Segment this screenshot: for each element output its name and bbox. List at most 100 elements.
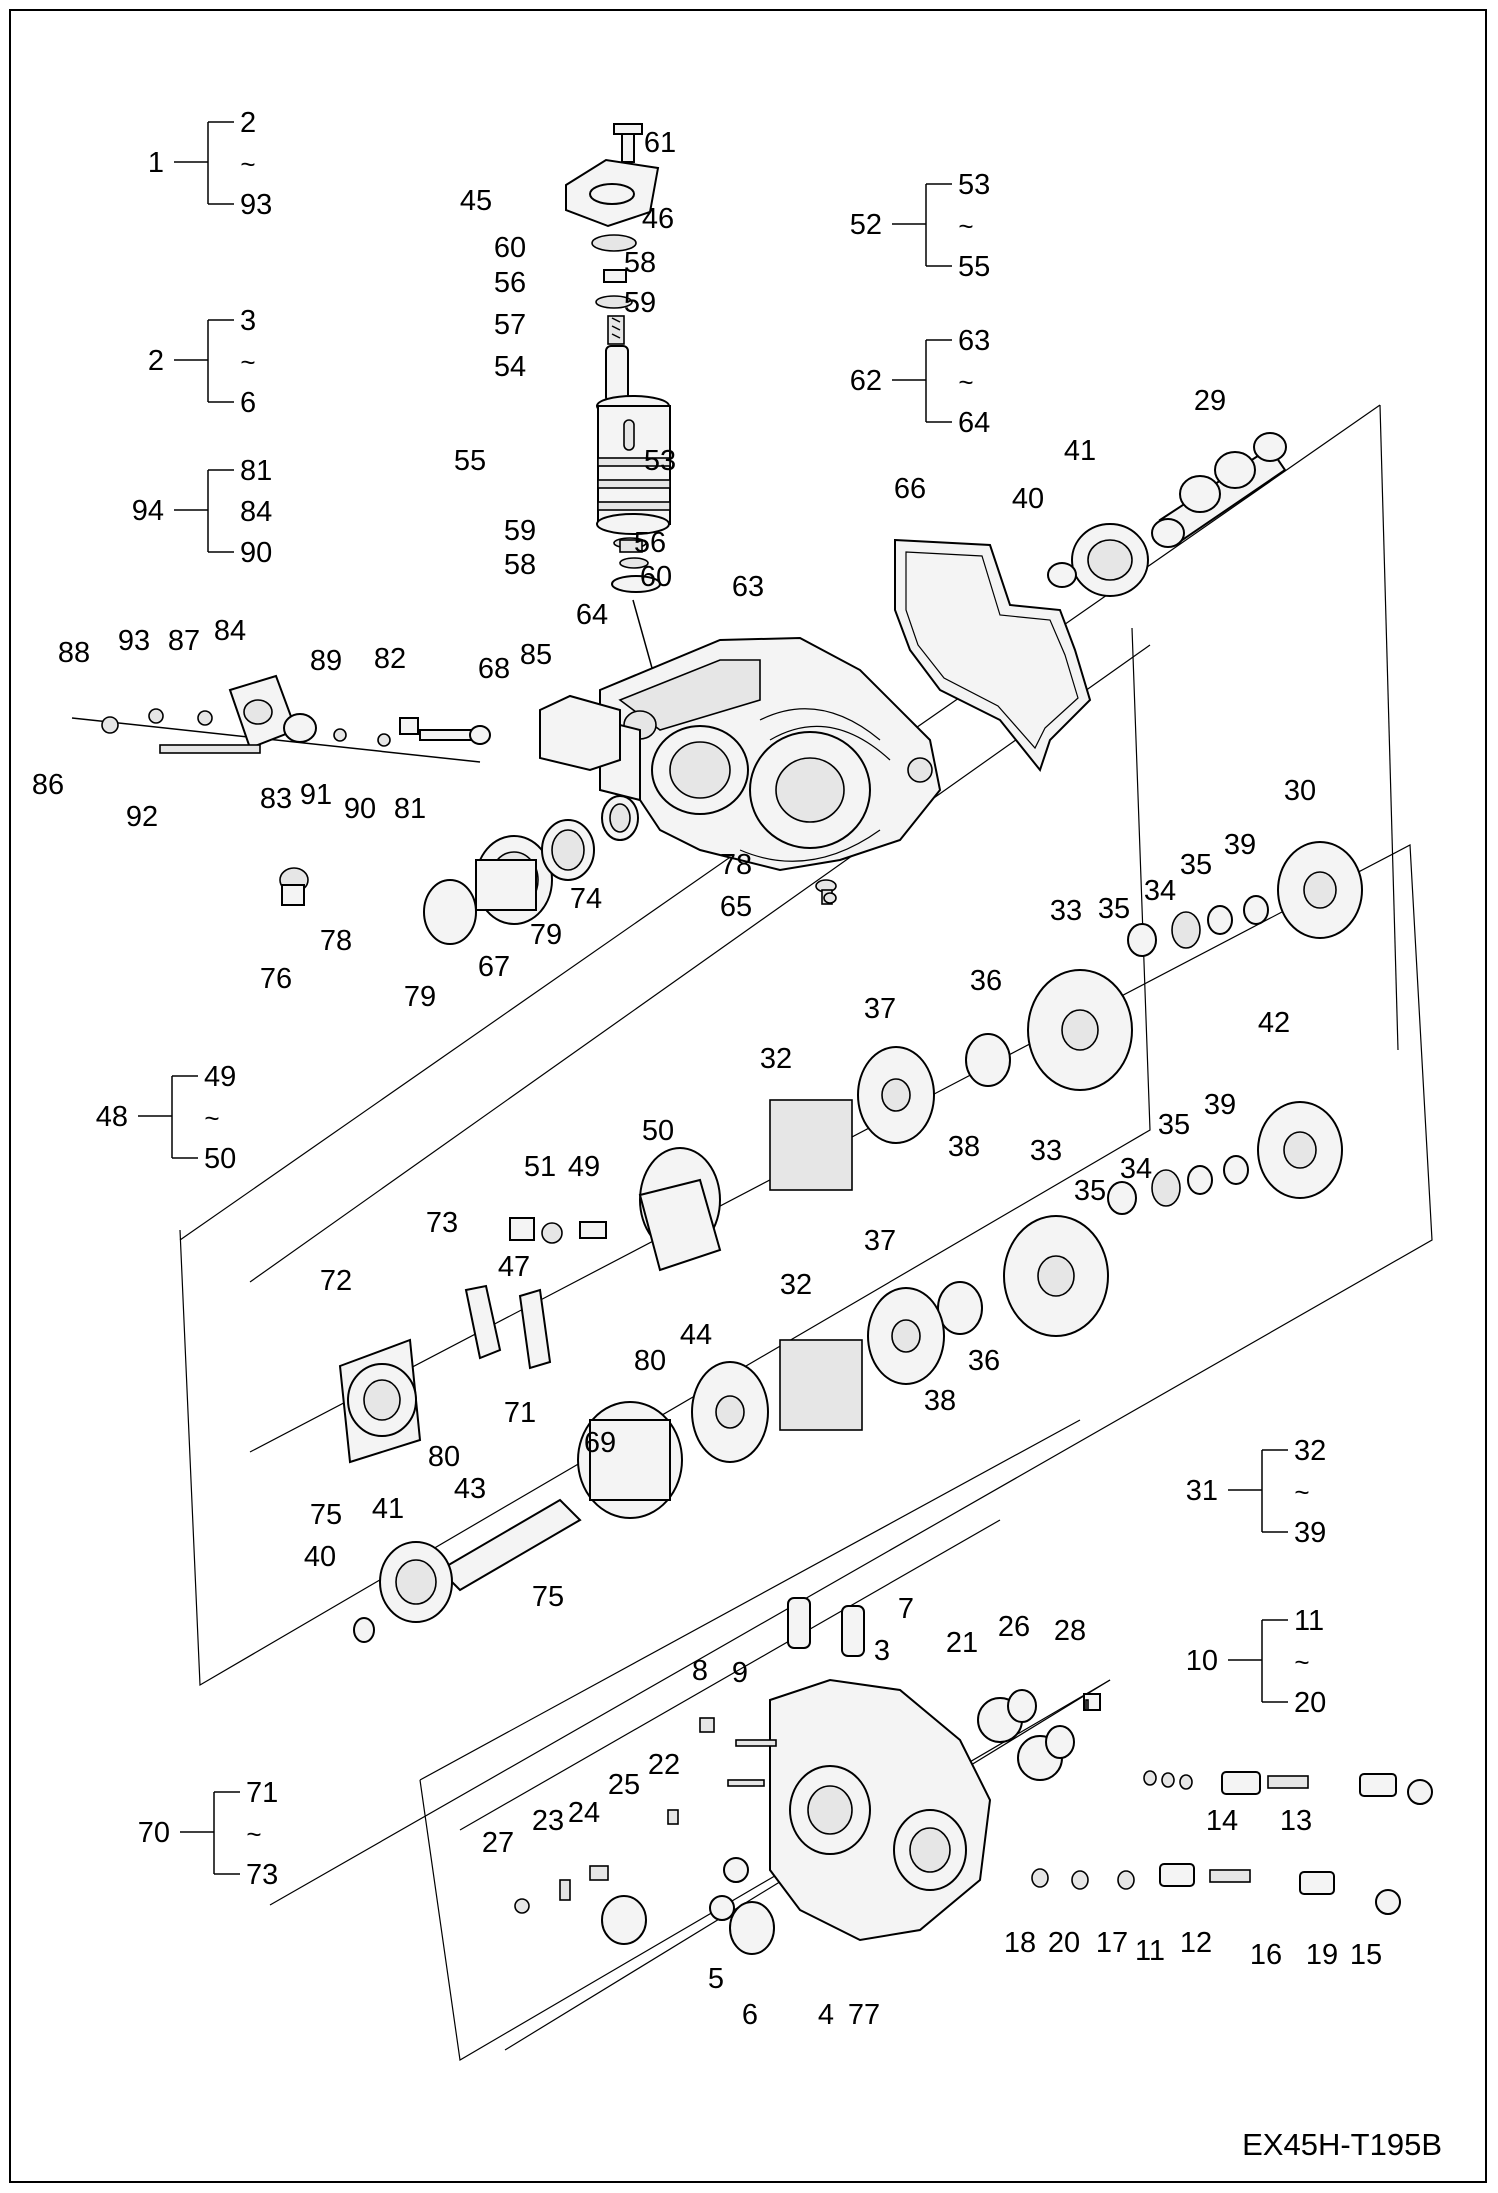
callout-label: 33 [1030, 1135, 1062, 1167]
callout-group-1: 12~93 [148, 107, 272, 221]
callout-54: 54 [494, 351, 526, 383]
control-shaft-assembly [71, 674, 639, 945]
callout-label: 50 [642, 1115, 674, 1147]
callout-71: 71 [504, 1397, 536, 1429]
callout-28: 28 [1054, 1615, 1086, 1647]
group-middle-label: 84 [240, 496, 272, 528]
callout-21: 21 [946, 1627, 978, 1659]
callout-label: 56 [494, 267, 526, 299]
callout-83: 83 [260, 783, 292, 815]
group-parent-label: 94 [132, 495, 164, 527]
callout-44: 44 [680, 1319, 712, 1351]
callout-label: 35 [1180, 849, 1212, 881]
callout-label: 44 [680, 1319, 712, 1351]
group-middle-label: ~ [1294, 1477, 1309, 1507]
callout-80: 80 [634, 1345, 666, 1377]
callout-43: 43 [454, 1473, 486, 1505]
callout-label: 72 [320, 1265, 352, 1297]
callout-label: 18 [1004, 1927, 1036, 1959]
callout-56: 56 [494, 267, 526, 299]
callout-8: 8 [692, 1655, 708, 1687]
callout-89: 89 [310, 645, 342, 677]
callout-24: 24 [568, 1797, 600, 1829]
callout-label: 86 [32, 769, 64, 801]
callout-label: 14 [1206, 1805, 1238, 1837]
group-bottom-label: 55 [958, 251, 990, 283]
callout-34: 34 [1120, 1153, 1152, 1185]
swash-plate-assembly [338, 1178, 722, 1464]
callout-36: 36 [970, 965, 1002, 997]
callout-26: 26 [998, 1611, 1030, 1643]
rotating-group-upper [639, 841, 1363, 1253]
group-bottom-label: 20 [1294, 1687, 1326, 1719]
callout-25: 25 [608, 1769, 640, 1801]
callout-label: 21 [946, 1627, 978, 1659]
callout-37: 37 [864, 1225, 896, 1257]
callout-56: 56 [634, 527, 666, 559]
callout-66: 66 [894, 473, 926, 505]
callout-label: 37 [864, 1225, 896, 1257]
callout-label: 5 [708, 1963, 724, 1995]
callout-86: 86 [32, 769, 64, 801]
callout-label: 57 [494, 309, 526, 341]
callout-12: 12 [1180, 1927, 1212, 1959]
callout-label: 46 [642, 203, 674, 235]
callout-19: 19 [1306, 1939, 1338, 1971]
callout-label: 69 [584, 1427, 616, 1459]
callout-39: 39 [1224, 829, 1256, 861]
callout-40: 40 [1012, 483, 1044, 515]
callout-label: 58 [504, 549, 536, 581]
group-bottom-label: 73 [246, 1859, 278, 1891]
callout-label: 27 [482, 1827, 514, 1859]
callout-label: 22 [648, 1749, 680, 1781]
group-parent-label: 48 [96, 1101, 128, 1133]
group-middle-label: ~ [958, 211, 973, 241]
callout-9: 9 [732, 1657, 748, 1689]
callout-76: 76 [260, 963, 292, 995]
callout-59: 59 [624, 287, 656, 319]
callout-87: 87 [168, 625, 200, 657]
callout-59: 59 [504, 515, 536, 547]
callout-4: 4 [818, 1999, 834, 2031]
callout-35: 35 [1074, 1175, 1106, 1207]
callout-label: 40 [304, 1541, 336, 1573]
callout-5: 5 [708, 1963, 724, 1995]
callout-38: 38 [924, 1385, 956, 1417]
group-top-label: 63 [958, 325, 990, 357]
callout-label: 87 [168, 625, 200, 657]
group-parent-label: 52 [850, 209, 882, 241]
callout-75: 75 [310, 1499, 342, 1531]
callout-label: 90 [344, 793, 376, 825]
callout-35: 35 [1098, 893, 1130, 925]
callout-33: 33 [1050, 895, 1082, 927]
callout-23: 23 [532, 1805, 564, 1837]
callout-42: 42 [1258, 1007, 1290, 1039]
callout-65: 65 [720, 891, 752, 923]
callout-label: 30 [1284, 775, 1316, 807]
group-top-label: 71 [246, 1777, 278, 1809]
callout-15: 15 [1350, 1939, 1382, 1971]
callout-88: 88 [58, 637, 90, 669]
callout-label: 15 [1350, 1939, 1382, 1971]
callout-50: 50 [642, 1115, 674, 1147]
callout-label: 74 [570, 883, 602, 915]
callout-11: 11 [1135, 1935, 1165, 1967]
callout-68: 68 [478, 653, 510, 685]
callout-34: 34 [1144, 875, 1176, 907]
callout-label: 16 [1250, 1939, 1282, 1971]
callout-37: 37 [864, 993, 896, 1025]
callout-41: 41 [1064, 435, 1096, 467]
callout-label: 59 [624, 287, 656, 319]
callout-49: 49 [568, 1151, 600, 1183]
callout-label: 78 [720, 849, 752, 881]
callout-label: 84 [214, 615, 246, 647]
callout-91: 91 [300, 779, 332, 811]
callout-32: 32 [780, 1269, 812, 1301]
callout-label: 83 [260, 783, 292, 815]
callout-69: 69 [584, 1427, 616, 1459]
